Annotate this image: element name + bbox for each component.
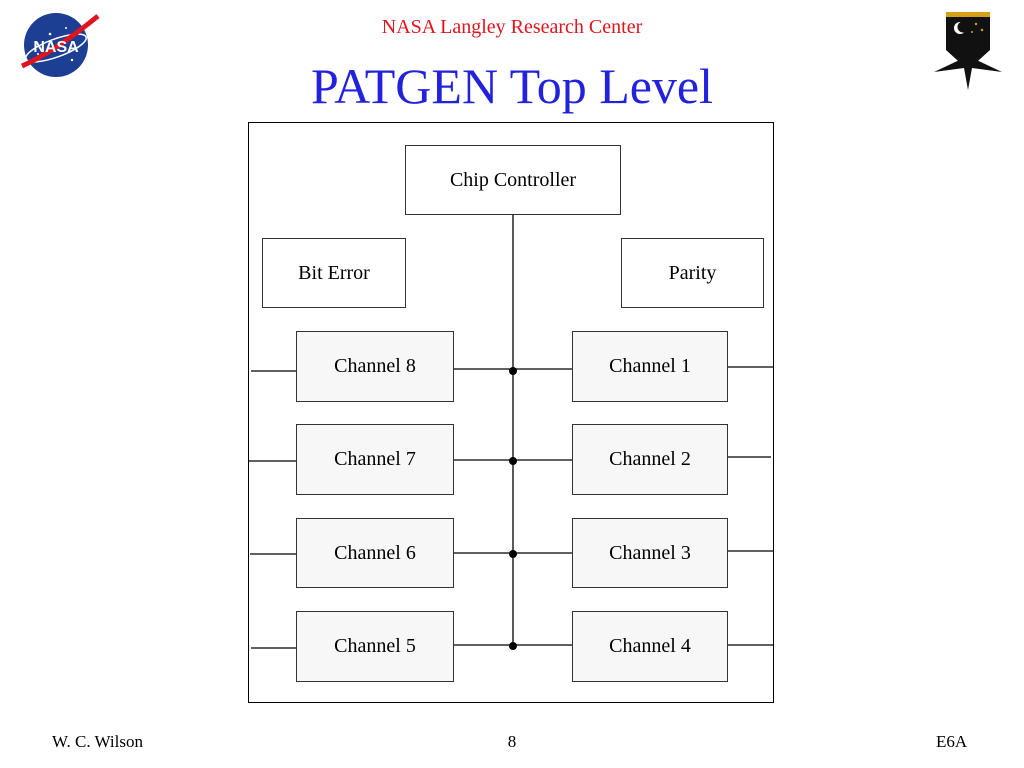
bit-error-block: Bit Error [262, 238, 406, 308]
chip-controller-block: Chip Controller [405, 145, 621, 215]
channel-label: Channel 2 [609, 448, 691, 470]
channel-block: Channel 7 [296, 424, 454, 495]
channel-label: Channel 6 [334, 541, 416, 564]
channel-label: Channel 1 [609, 355, 691, 377]
parity-label: Parity [668, 261, 717, 284]
footer-code: E6A [936, 732, 968, 751]
footer-author: W. C. Wilson [52, 732, 143, 751]
footer-page-number: 8 [507, 732, 517, 751]
organization-name: NASA Langley Research Center [381, 16, 643, 38]
channel-block: Channel 4 [572, 611, 728, 682]
channel-block: Channel 5 [296, 611, 454, 682]
shield-emblem-icon [934, 12, 1002, 90]
channel-label: Channel 7 [334, 448, 416, 470]
channel-label: Channel 8 [334, 355, 416, 377]
bit-error-label: Bit Error [298, 261, 370, 284]
channel-block: Channel 3 [572, 518, 728, 588]
channel-label: Channel 5 [334, 635, 416, 657]
channel-label: Channel 4 [609, 635, 691, 657]
diagram-frame [248, 122, 774, 703]
channel-block: Channel 6 [296, 518, 454, 588]
parity-block: Parity [621, 238, 764, 308]
nasa-logo-icon: NASA [20, 13, 100, 77]
channel-label: Channel 3 [609, 541, 691, 564]
chip-controller-label: Chip Controller [449, 168, 577, 191]
slide-title: PATGEN Top Level [310, 58, 714, 114]
channel-block: Channel 2 [572, 424, 728, 495]
channel-block: Channel 8 [296, 331, 454, 402]
channel-block: Channel 1 [572, 331, 728, 402]
svg-text:NASA: NASA [33, 39, 79, 56]
